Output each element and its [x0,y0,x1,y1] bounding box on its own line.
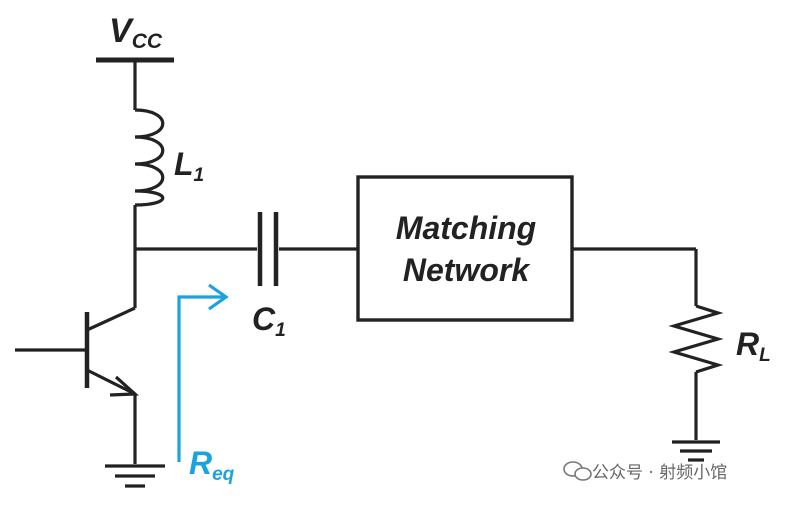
req-arrow-path [177,295,226,462]
rl-label: RL [736,326,771,366]
wires [15,57,724,488]
wechat-icon [563,461,592,481]
c1-label: C1 [252,301,286,341]
watermark-text: 公众号 · 射频小馆 [592,463,727,483]
watermark: 公众号 · 射频小馆 [563,461,727,483]
vcc-label: VCC [109,12,163,53]
inductor-l1 [134,108,165,207]
transistor-emitter [86,368,136,396]
req-label: Req [189,445,235,485]
req-arrow [177,283,229,462]
transistor-collector [86,306,136,332]
req-arrow-head [208,283,229,311]
matching-network-line1: Matching [396,210,536,246]
resistor-rl [668,304,724,374]
matching-network-box [356,175,574,322]
matching-network-line2: Network [403,252,531,288]
l1-label: L1 [174,146,204,186]
